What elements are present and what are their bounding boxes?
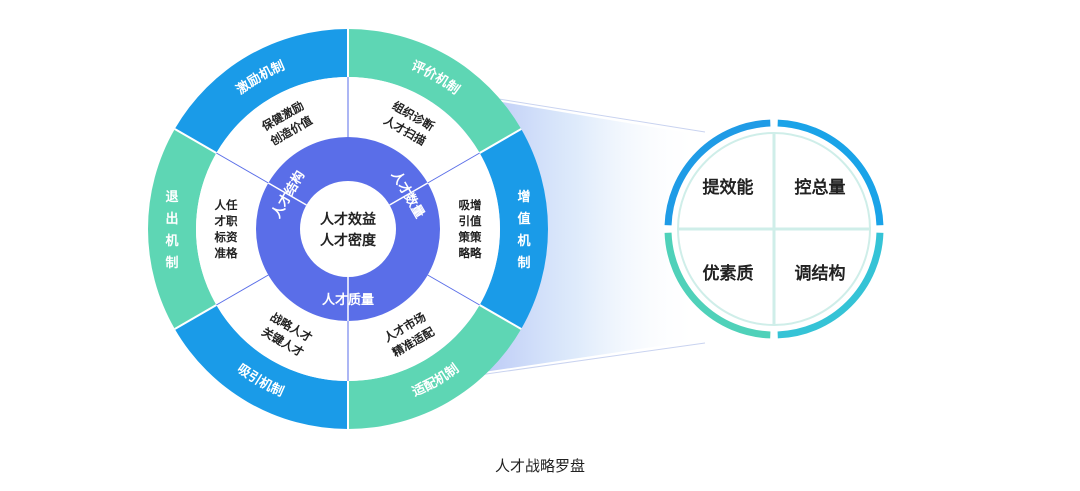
outer-ring-segment — [148, 129, 217, 329]
middle-divider — [216, 274, 269, 306]
middle-ring-text: 人任 — [215, 198, 238, 212]
middle-divider — [216, 152, 269, 184]
outer-ring-segment — [479, 129, 548, 329]
outer-ring-segment — [174, 29, 348, 153]
summary-outer-arc — [664, 232, 771, 339]
center-text-line2: 人才密度 — [320, 232, 377, 249]
outer-ring-label-char: 退 — [165, 190, 178, 205]
middle-ring-text: 策策 — [458, 230, 482, 244]
inner-divider — [267, 182, 307, 206]
summary-quadrant-label: 控总量 — [795, 177, 846, 198]
outer-ring-label-char: 出 — [165, 211, 178, 227]
middle-ring-text: 略略 — [459, 246, 482, 260]
outer-ring-label-char: 增 — [517, 189, 530, 205]
middle-ring-text: 准格 — [215, 246, 238, 260]
outer-ring-segment — [174, 305, 348, 429]
summary-quadrant-label: 优素质 — [703, 263, 754, 284]
outer-ring-segment — [348, 29, 522, 153]
summary-outer-arc — [777, 232, 884, 339]
center-text-line1: 人才效益 — [320, 211, 376, 228]
diagram-caption: 人才战略罗盘 — [494, 457, 585, 475]
middle-ring-text: 才职 — [215, 214, 238, 228]
summary-quadrant-label: 调结构 — [795, 263, 846, 284]
inner-ring-label: 人才质量 — [322, 292, 374, 308]
middle-divider — [427, 152, 480, 184]
outer-ring-segment — [348, 305, 522, 429]
outer-ring-label-char: 机 — [165, 233, 178, 249]
center-circle — [300, 181, 396, 277]
inner-divider — [389, 182, 429, 206]
outer-ring-label-char: 机 — [517, 233, 530, 249]
middle-divider — [427, 274, 480, 306]
outer-ring-label-char: 制 — [165, 255, 178, 271]
compass: 人才效益人才密度人才数量人才质量人才结构组织诊断人才扫描吸增引值策策略略人才市场… — [148, 29, 548, 429]
middle-ring-text: 吸增 — [459, 198, 482, 212]
outer-ring-label-char: 制 — [517, 255, 530, 271]
middle-ring-text: 引值 — [459, 214, 482, 228]
summary-quadrant-label: 提效能 — [703, 177, 754, 198]
summary-outer-arc — [777, 119, 884, 226]
summary-outer-arc — [664, 119, 771, 226]
outer-ring-label-char: 值 — [517, 211, 530, 227]
middle-ring-text: 标资 — [214, 230, 238, 244]
